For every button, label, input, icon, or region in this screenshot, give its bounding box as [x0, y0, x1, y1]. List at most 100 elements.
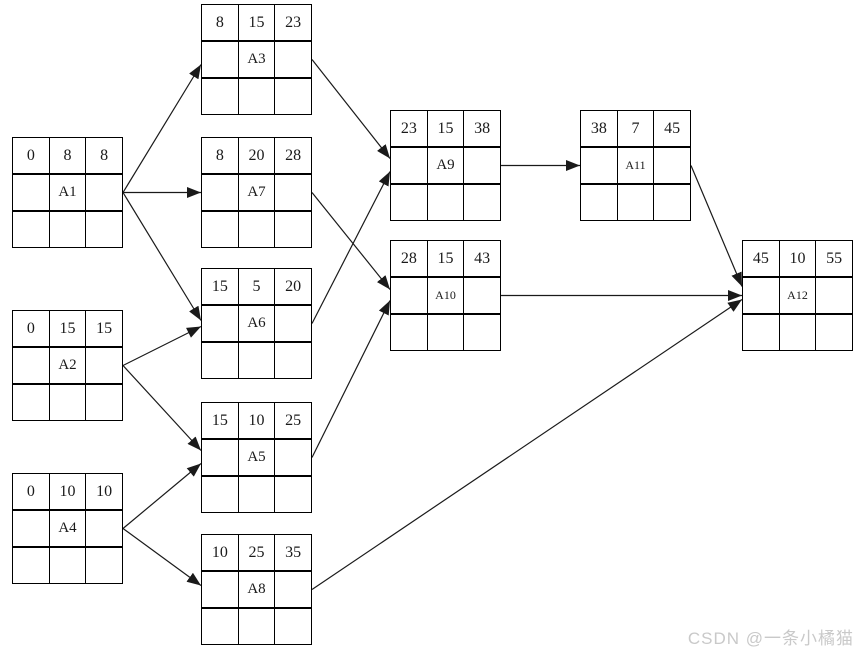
empty-cell: [743, 315, 779, 350]
empty-cell: [426, 315, 464, 350]
early-finish-cell: 55: [815, 241, 852, 276]
activity-label: A7: [237, 175, 275, 210]
early-start-cell: 0: [26, 482, 35, 500]
late-times-row: [581, 183, 690, 220]
late-times-row: [202, 475, 311, 512]
late-times-row: [202, 210, 311, 247]
empty-cell: [274, 440, 311, 475]
label-row: A5: [202, 438, 311, 475]
empty-cell: [274, 306, 311, 341]
times-row: 38 7 45: [581, 111, 690, 146]
activity-label: A8: [237, 572, 275, 607]
empty-cell: [237, 343, 275, 378]
empty-cell: [391, 148, 427, 183]
label-row: A4: [13, 509, 122, 546]
late-times-row: [13, 546, 122, 583]
empty-cell: [463, 278, 500, 313]
late-times-row: [202, 341, 311, 378]
activity-node-a1: 0 8 8 A1: [12, 137, 123, 248]
duration-cell: 25: [237, 535, 275, 570]
early-finish-cell: 10: [85, 474, 122, 509]
empty-cell: [581, 185, 617, 220]
times-row: 8 15 23: [202, 5, 311, 40]
edge-a3-a9: [311, 59, 391, 159]
activity-node-a9: 23 15 38 A9: [390, 110, 501, 221]
edge-a2-a6: [122, 325, 202, 367]
empty-cell: [202, 440, 238, 475]
label-row: A3: [202, 40, 311, 77]
empty-cell: [778, 315, 816, 350]
empty-cell: [274, 42, 311, 77]
early-finish-cell: 28: [274, 138, 311, 173]
times-row: 15 10 25: [202, 403, 311, 438]
activity-node-a8: 10 25 35 A8: [201, 534, 312, 645]
empty-cell: [426, 185, 464, 220]
late-times-row: [202, 77, 311, 114]
empty-cell: [13, 548, 49, 583]
early-finish-cell: 8: [85, 138, 122, 173]
late-times-row: [13, 383, 122, 420]
label-row: A11: [581, 146, 690, 183]
activity-label: A10: [426, 278, 464, 313]
empty-cell: [616, 185, 654, 220]
activity-label: A3: [237, 42, 275, 77]
empty-cell: [274, 79, 311, 114]
early-finish-cell: 15: [85, 311, 122, 346]
early-finish-cell: 23: [274, 5, 311, 40]
empty-cell: [653, 185, 690, 220]
empty-cell: [237, 609, 275, 644]
empty-cell: [85, 385, 122, 420]
times-row: 28 15 43: [391, 241, 500, 276]
activity-node-a10: 28 15 43 A10: [390, 240, 501, 351]
early-finish-cell: 45: [653, 111, 690, 146]
activity-node-a3: 8 15 23 A3: [201, 4, 312, 115]
early-start-cell: 15: [211, 411, 228, 429]
empty-cell: [274, 343, 311, 378]
empty-cell: [581, 148, 617, 183]
edge-a4-a8: [122, 528, 202, 586]
label-row: A6: [202, 304, 311, 341]
duration-cell: 15: [426, 111, 464, 146]
edge-a11-a12: [690, 165, 743, 287]
activity-node-a7: 8 20 28 A7: [201, 137, 312, 248]
empty-cell: [815, 278, 852, 313]
edge-a4-a5: [122, 463, 202, 529]
empty-cell: [274, 175, 311, 210]
activity-node-a5: 15 10 25 A5: [201, 402, 312, 513]
duration-cell: 20: [237, 138, 275, 173]
label-row: A9: [391, 146, 500, 183]
empty-cell: [202, 306, 238, 341]
duration-cell: 10: [48, 474, 86, 509]
activity-node-a6: 15 5 20 A6: [201, 268, 312, 379]
times-row: 0 10 10: [13, 474, 122, 509]
empty-cell: [274, 212, 311, 247]
early-finish-cell: 43: [463, 241, 500, 276]
early-start-cell: 10: [211, 543, 228, 561]
duration-cell: 15: [48, 311, 86, 346]
early-finish-cell: 25: [274, 403, 311, 438]
late-times-row: [391, 183, 500, 220]
empty-cell: [202, 477, 238, 512]
label-row: A7: [202, 173, 311, 210]
edge-a8-a12: [311, 299, 743, 590]
duration-cell: 7: [616, 111, 654, 146]
late-times-row: [13, 210, 122, 247]
empty-cell: [85, 348, 122, 383]
early-start-cell: 15: [211, 277, 228, 295]
empty-cell: [237, 212, 275, 247]
empty-cell: [202, 572, 238, 607]
times-row: 15 5 20: [202, 269, 311, 304]
edge-a1-a6: [122, 192, 202, 321]
label-row: A10: [391, 276, 500, 313]
early-start-cell: 0: [26, 146, 35, 164]
duration-cell: 5: [237, 269, 275, 304]
empty-cell: [85, 548, 122, 583]
activity-label: A11: [616, 148, 654, 183]
duration-cell: 8: [48, 138, 86, 173]
empty-cell: [743, 278, 779, 313]
early-finish-cell: 38: [463, 111, 500, 146]
empty-cell: [202, 79, 238, 114]
empty-cell: [13, 175, 49, 210]
label-row: A2: [13, 346, 122, 383]
label-row: A1: [13, 173, 122, 210]
